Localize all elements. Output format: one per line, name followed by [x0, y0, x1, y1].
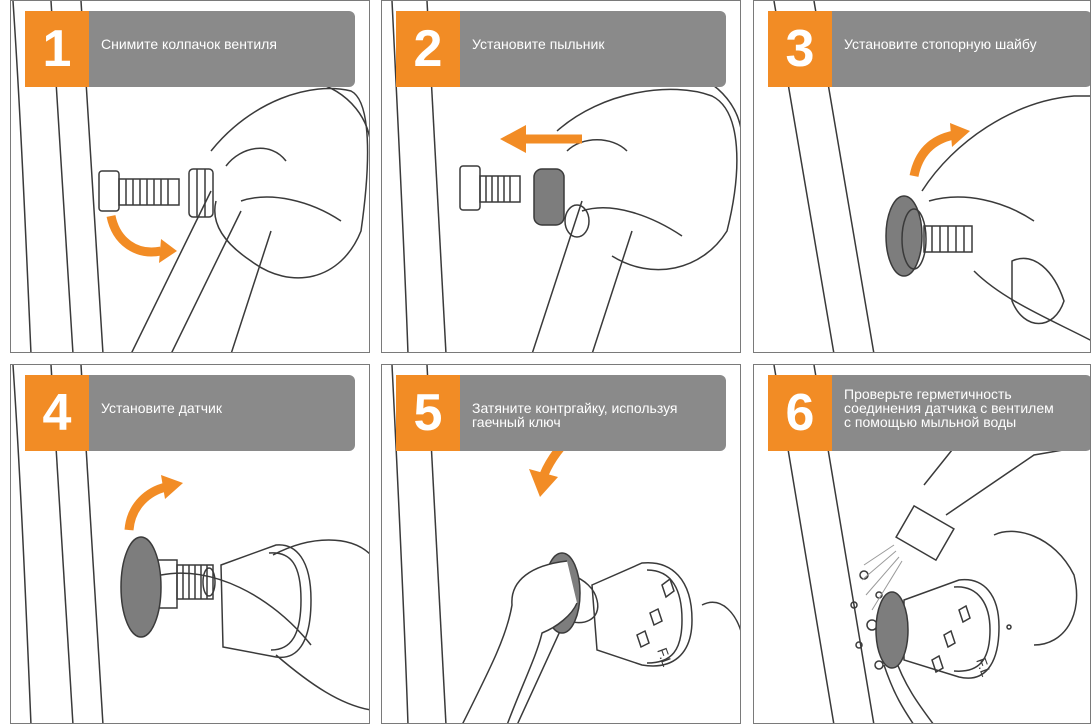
step-number: 4 [25, 375, 89, 451]
step-caption: Установите датчик [89, 375, 232, 451]
step-number: 6 [768, 375, 832, 451]
step-caption: Снимите колпачок вентиля [89, 11, 287, 87]
step-panel-5: F.L 5 Затяните контргайку, используя гае… [381, 364, 741, 724]
step-number: 3 [768, 11, 832, 87]
step-header: 6 Проверьте герметичность соединения дат… [768, 375, 1091, 451]
step-number: 1 [25, 11, 89, 87]
step-number: 2 [396, 11, 460, 87]
step-caption: Затяните контргайку, используя гаечный к… [460, 375, 688, 451]
step-panel-3: 3 Установите стопорную шайбу [753, 0, 1091, 353]
sensor-marking: F.L [973, 656, 994, 679]
step-caption: Проверьте герметичность соединения датчи… [832, 375, 1064, 451]
step-caption: Установите стопорную шайбу [832, 11, 1047, 87]
step-header: 4 Установите датчик [25, 375, 355, 451]
step-panel-2: 2 Установите пыльник [381, 0, 741, 353]
step-header: 3 Установите стопорную шайбу [768, 11, 1091, 87]
step-panel-1: 1 Снимите колпачок вентиля [10, 0, 370, 353]
step-header: 5 Затяните контргайку, используя гаечный… [396, 375, 726, 451]
step-number: 5 [396, 375, 460, 451]
step-caption: Установите пыльник [460, 11, 615, 87]
step-header: 2 Установите пыльник [396, 11, 726, 87]
step-panel-4: 4 Установите датчик [10, 364, 370, 724]
step-panel-6: F.L 6 Проверьте герметичность соединения… [753, 364, 1091, 724]
step-header: 1 Снимите колпачок вентиля [25, 11, 355, 87]
